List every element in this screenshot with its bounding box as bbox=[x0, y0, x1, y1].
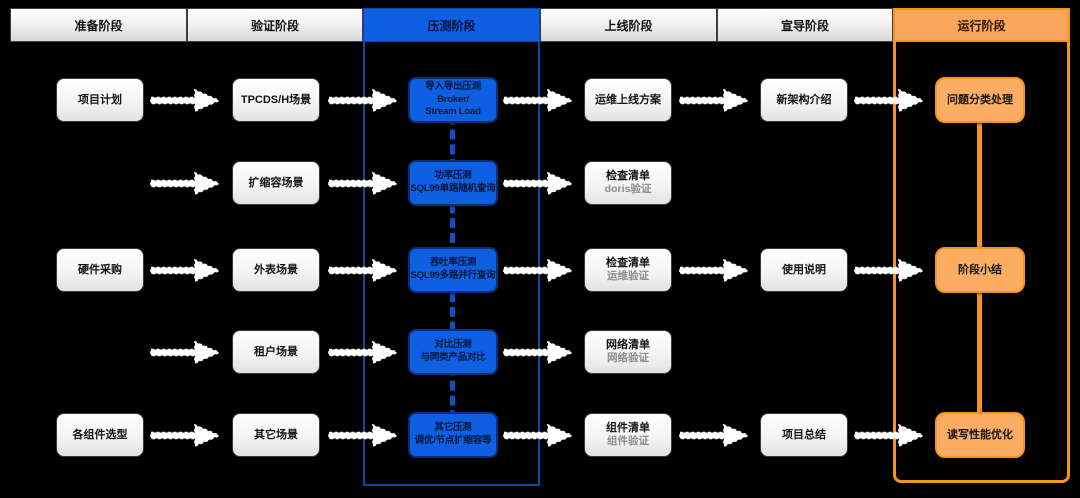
box-label: SQL99多路并行查询 bbox=[410, 270, 496, 281]
flow-box-checklist-network: 网络清单 网络验证 bbox=[584, 330, 672, 374]
box-label: 各组件选型 bbox=[72, 428, 128, 441]
flow-box-stage-summary: 阶段小结 bbox=[935, 247, 1025, 293]
phase-header-label: 宣导阶段 bbox=[780, 18, 829, 33]
phase-header-label: 上线阶段 bbox=[604, 18, 653, 33]
box-label: 其它压测 bbox=[434, 422, 472, 434]
flow-arrow bbox=[328, 89, 398, 112]
box-label: 对比压测 bbox=[434, 339, 472, 351]
flow-box-import-export-stress: 导入导出压测 Broker/ Stream Load bbox=[408, 77, 498, 123]
box-label: 租户场景 bbox=[254, 345, 298, 358]
flow-arrow bbox=[328, 259, 398, 282]
flow-box-power-stress: 功率压测 SQL99单路随机查询 bbox=[408, 160, 498, 206]
flow-arrow bbox=[150, 259, 220, 282]
flow-arrow bbox=[503, 259, 573, 282]
flow-box-external-table-scenario: 外表场景 bbox=[232, 248, 320, 292]
box-label: 阶段小结 bbox=[958, 263, 1002, 276]
flow-arrow bbox=[150, 89, 220, 112]
flow-arrow bbox=[503, 341, 573, 364]
flow-arrow bbox=[328, 172, 398, 195]
box-label: 导入导出压测 bbox=[425, 81, 481, 93]
box-label: 使用说明 bbox=[782, 263, 826, 276]
flow-box-component-selection: 各组件选型 bbox=[56, 413, 144, 457]
box-label: 组件清单 bbox=[606, 422, 650, 435]
box-label: 外表场景 bbox=[254, 263, 298, 276]
box-sublabel: 组件验证 bbox=[607, 435, 649, 448]
box-label: 扩缩容场景 bbox=[248, 176, 304, 189]
box-label: SQL99单路随机查询 bbox=[410, 183, 496, 194]
flow-box-ops-launch-plan: 运维上线方案 bbox=[584, 78, 672, 122]
flow-arrow bbox=[150, 424, 220, 447]
box-sublabel: 运维验证 bbox=[607, 270, 649, 283]
flow-box-checklist-component: 组件清单 组件验证 bbox=[584, 413, 672, 457]
box-label: 读写性能优化 bbox=[947, 428, 1013, 441]
box-label: 新架构介绍 bbox=[776, 93, 832, 106]
box-label: 功率压测 bbox=[434, 170, 472, 182]
box-label: TPCDS/H场景 bbox=[240, 93, 312, 106]
flow-arrow bbox=[679, 89, 749, 112]
flow-box-checklist-doris: 检查清单 doris验证 bbox=[584, 161, 672, 205]
flow-box-issue-classification: 问题分类处理 bbox=[935, 77, 1025, 123]
flow-box-throughput-stress: 吞吐率压测 SQL99多路并行查询 bbox=[408, 247, 498, 293]
flow-arrow bbox=[150, 172, 220, 195]
flow-box-tpcds-scenario: TPCDS/H场景 bbox=[232, 78, 320, 122]
box-label: 运维上线方案 bbox=[595, 93, 661, 106]
phase-header-prepare: 准备阶段 bbox=[10, 8, 187, 42]
box-label: 项目计划 bbox=[78, 93, 122, 106]
box-label: 网络清单 bbox=[606, 339, 650, 352]
phase-header-label: 准备阶段 bbox=[74, 18, 123, 33]
flow-box-other-scenario: 其它场景 bbox=[232, 413, 320, 457]
box-sublabel: doris验证 bbox=[604, 183, 652, 196]
flow-arrow bbox=[503, 424, 573, 447]
phase-header-label: 压测阶段 bbox=[427, 18, 476, 33]
flow-box-scale-scenario: 扩缩容场景 bbox=[232, 161, 320, 205]
phase-header-label: 运行阶段 bbox=[957, 18, 1006, 33]
phase-header-verify: 验证阶段 bbox=[187, 8, 363, 42]
phase-header-stress: 压测阶段 bbox=[363, 8, 540, 42]
flow-box-new-architecture-intro: 新架构介绍 bbox=[760, 78, 848, 122]
box-label: 检查清单 bbox=[606, 257, 650, 270]
flow-box-checklist-ops: 检查清单 运维验证 bbox=[584, 248, 672, 292]
phase-header-label: 验证阶段 bbox=[250, 18, 299, 33]
flow-box-project-plan: 项目计划 bbox=[56, 78, 144, 122]
flow-box-hardware-purchase: 硬件采购 bbox=[56, 248, 144, 292]
flow-arrow bbox=[503, 89, 573, 112]
box-label: Broker/ bbox=[437, 93, 469, 105]
box-label: 吞吐率压测 bbox=[429, 257, 477, 269]
flow-arrow bbox=[679, 424, 749, 447]
flow-arrow bbox=[854, 89, 924, 112]
flow-arrow bbox=[854, 259, 924, 282]
flow-box-other-stress: 其它压测 调优/节点扩缩容等 bbox=[408, 412, 498, 458]
box-label: 与同类产品对比 bbox=[420, 352, 486, 363]
flow-box-usage-guide: 使用说明 bbox=[760, 248, 848, 292]
box-label: 问题分类处理 bbox=[947, 93, 1013, 106]
flow-box-project-summary: 项目总结 bbox=[760, 413, 848, 457]
flow-arrow bbox=[328, 341, 398, 364]
flow-box-tenant-scenario: 租户场景 bbox=[232, 330, 320, 374]
box-label: 其它场景 bbox=[254, 428, 298, 441]
box-label: Stream Load bbox=[425, 106, 481, 118]
phase-header-promote: 宣导阶段 bbox=[717, 8, 893, 42]
box-label: 检查清单 bbox=[606, 170, 650, 183]
phase-header-operate: 运行阶段 bbox=[893, 8, 1070, 42]
flow-arrow bbox=[854, 424, 924, 447]
phase-header-launch: 上线阶段 bbox=[540, 8, 717, 42]
flow-box-compare-stress: 对比压测 与同类产品对比 bbox=[408, 329, 498, 375]
box-label: 项目总结 bbox=[782, 428, 826, 441]
flow-arrow bbox=[150, 341, 220, 364]
flow-arrow bbox=[679, 259, 749, 282]
box-sublabel: 网络验证 bbox=[607, 352, 649, 365]
flow-arrow bbox=[503, 172, 573, 195]
box-label: 硬件采购 bbox=[78, 263, 122, 276]
flow-arrow bbox=[328, 424, 398, 447]
box-label: 调优/节点扩缩容等 bbox=[414, 435, 492, 446]
flow-box-rw-performance-tuning: 读写性能优化 bbox=[935, 412, 1025, 458]
